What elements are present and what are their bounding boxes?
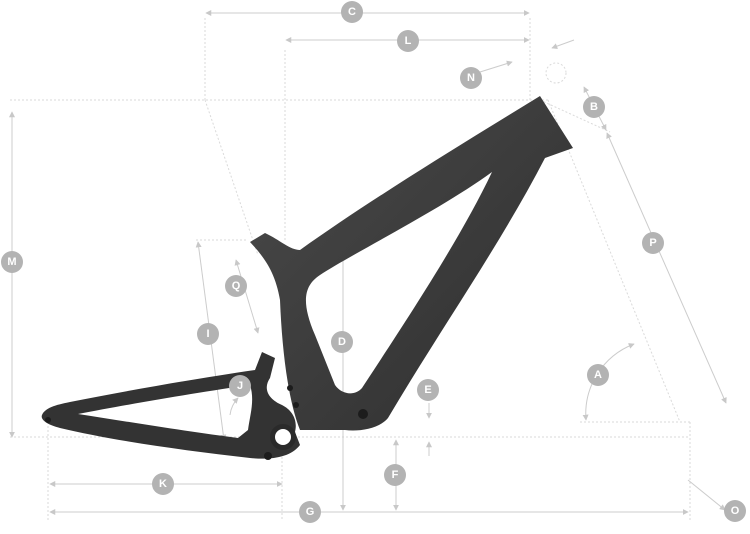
svg-text:K: K <box>159 478 167 490</box>
pivot-bolt <box>293 402 299 408</box>
dimension-badges: C L N B M P Q I D A J E F K G O <box>1 1 746 523</box>
svg-text:G: G <box>306 506 315 518</box>
badge-b[interactable]: B <box>583 96 605 118</box>
construction-lines <box>10 18 691 520</box>
badge-a[interactable]: A <box>587 364 609 386</box>
svg-text:P: P <box>649 237 656 249</box>
badge-o[interactable]: O <box>724 500 746 522</box>
badge-g[interactable]: G <box>299 501 321 523</box>
badge-n[interactable]: N <box>460 67 482 89</box>
badge-q[interactable]: Q <box>225 275 247 297</box>
badge-p[interactable]: P <box>642 232 664 254</box>
bike-frame <box>41 96 573 460</box>
svg-text:A: A <box>594 369 602 381</box>
pivot-bolt <box>264 452 272 460</box>
svg-text:C: C <box>348 6 356 18</box>
badge-j[interactable]: J <box>229 375 251 397</box>
main-frame <box>250 96 573 431</box>
svg-text:N: N <box>467 72 475 84</box>
badge-l[interactable]: L <box>397 30 419 52</box>
bottom-bracket-shell <box>275 429 291 445</box>
badge-c[interactable]: C <box>341 1 363 23</box>
svg-text:D: D <box>338 336 346 348</box>
svg-text:L: L <box>405 35 412 47</box>
svg-text:M: M <box>7 256 16 268</box>
rear-stays <box>41 352 300 459</box>
svg-text:J: J <box>237 380 243 392</box>
badge-d[interactable]: D <box>331 331 353 353</box>
badge-m[interactable]: M <box>1 251 23 273</box>
svg-text:I: I <box>206 328 209 340</box>
pivot-bolt <box>45 417 51 423</box>
badge-k[interactable]: K <box>152 473 174 495</box>
badge-i[interactable]: I <box>197 323 219 345</box>
badge-f[interactable]: F <box>384 464 406 486</box>
svg-text:B: B <box>590 101 598 113</box>
pivot-bolt <box>358 409 368 419</box>
svg-text:O: O <box>731 505 740 517</box>
pivot-bolt <box>287 385 293 391</box>
svg-text:F: F <box>392 469 399 481</box>
badge-e[interactable]: E <box>417 379 439 401</box>
svg-text:E: E <box>424 384 431 396</box>
svg-text:Q: Q <box>232 280 241 292</box>
